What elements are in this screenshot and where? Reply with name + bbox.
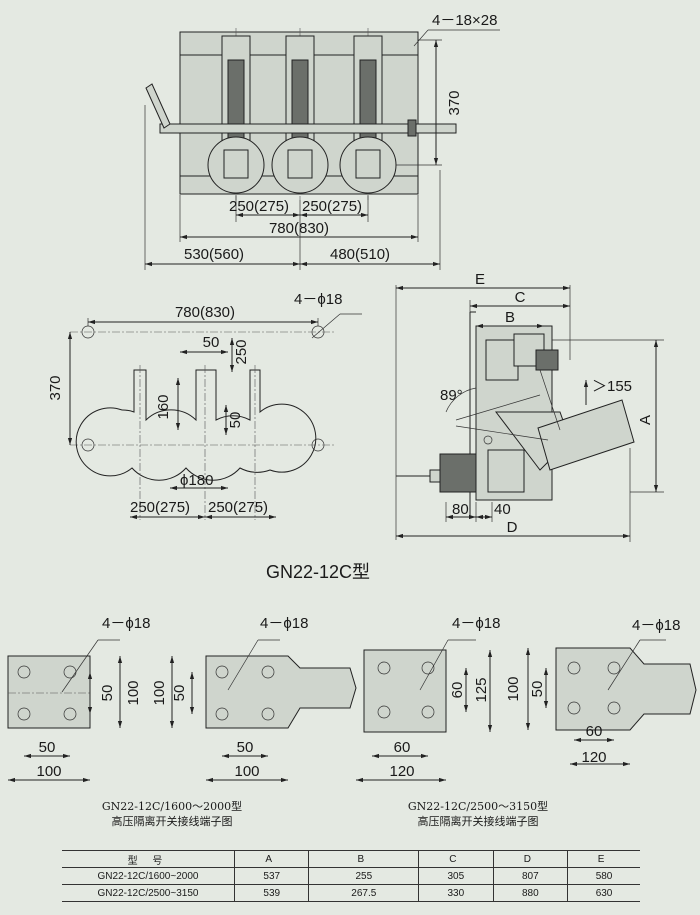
- dim-pitch-right: 250(275): [302, 198, 362, 215]
- plan-dim-250: 250: [233, 339, 250, 364]
- table-cell: 539: [233, 884, 309, 902]
- table-row: GN22-12C/2500~3150 539 267.5 330 880 630: [62, 884, 640, 902]
- side-clearance: ＞155: [592, 378, 632, 395]
- dim-pitch-left: 250(275): [229, 198, 289, 215]
- model-title: GN22-12C型: [266, 562, 370, 582]
- t1600-h50-a: 50: [39, 739, 56, 756]
- plan-pitch-right: 250(275): [208, 499, 268, 516]
- side-label-a: A: [637, 415, 654, 425]
- t2500-v100: 100: [505, 676, 522, 701]
- table-cell: 807: [492, 867, 568, 885]
- table-cell: 330: [418, 884, 494, 902]
- side-label-c: C: [515, 289, 526, 306]
- t2500-caption-1: GN22-12C/2500～3150型: [408, 799, 548, 813]
- plan-dim-160: 160: [155, 394, 172, 419]
- table-header: 型 号: [62, 850, 235, 868]
- bottom-insulator: [439, 453, 477, 493]
- dim-370-top: 370: [446, 90, 463, 115]
- table-header: A: [233, 850, 309, 868]
- t1600-holes-right: 4－ϕ18: [260, 615, 308, 632]
- operating-shaft: [159, 123, 457, 134]
- table-cell: GN22-12C/2500~3150: [62, 884, 235, 902]
- plan-dim-370: 370: [47, 375, 64, 400]
- side-dim-80: 80: [452, 501, 469, 518]
- t2500-holes-left: 4－ϕ18: [452, 615, 500, 632]
- t1600-h100-a: 100: [36, 763, 61, 780]
- side-angle: 89°: [440, 387, 463, 404]
- table-cell: 255: [308, 867, 419, 885]
- t1600-v100-b: 100: [151, 680, 168, 705]
- pole-2: [271, 35, 329, 194]
- side-label-b: B: [505, 309, 515, 326]
- table-cell: 880: [492, 884, 568, 902]
- label-bolt-holes: 4－18×28: [432, 12, 497, 29]
- side-label-d: D: [507, 519, 518, 536]
- plan-diameter: ϕ180: [180, 472, 213, 489]
- dim-530: 530(560): [184, 246, 244, 263]
- table-row: GN22-12C/1600~2000 537 255 305 807 580: [62, 867, 640, 885]
- t1600-v50-b: 50: [171, 685, 188, 702]
- side-view: E C B A ＞155 89° 80 40 D: [395, 271, 664, 542]
- t2500-v125: 125: [473, 677, 490, 702]
- t1600-v100-a: 100: [125, 680, 142, 705]
- plan-dim-width: 780(830): [175, 304, 235, 321]
- t2500-caption-2: 高压隔离开关接线端子图: [418, 814, 539, 828]
- t1600-caption-1: GN22-12C/1600～2000型: [102, 799, 242, 813]
- handle: [145, 83, 171, 129]
- t2500-h60-b: 60: [586, 723, 603, 740]
- dim-overall-width: 780(830): [269, 220, 329, 237]
- table-header: B: [308, 850, 419, 868]
- pole-3: [339, 35, 397, 194]
- terminal-1600: 4－ϕ18 50 100 50 100 4－ϕ18 100 50 50 100 …: [7, 615, 357, 828]
- side-label-e: E: [475, 271, 485, 288]
- t2500-h120-b: 120: [581, 749, 606, 766]
- table-cell: 305: [418, 867, 494, 885]
- mounting-cutout: [75, 369, 317, 481]
- t1600-v50-a: 50: [99, 685, 116, 702]
- table-cell: 267.5: [308, 884, 419, 902]
- terminal-2500: 4－ϕ18 60 125 60 120 4－ϕ18 100 50 60 120 …: [356, 615, 697, 828]
- pole-1: [207, 35, 265, 194]
- side-dim-40: 40: [494, 501, 511, 518]
- table-header: D: [492, 850, 568, 868]
- plan-dim-50-slot: 50: [227, 412, 244, 429]
- plan-holes: 4－ϕ18: [294, 291, 342, 308]
- table-cell: GN22-12C/1600~2000: [62, 867, 235, 885]
- table-cell: 580: [567, 867, 640, 885]
- t1600-h100-b: 100: [234, 763, 259, 780]
- table-cell: 537: [233, 867, 309, 885]
- plan-dim-50-top: 50: [203, 334, 220, 351]
- mounting-plan-view: 780(830) 4－ϕ18 370 50 250 160 50 ϕ180 25…: [47, 291, 362, 520]
- table-header-row: 型 号 A B C D E: [62, 850, 640, 868]
- t2500-v50: 50: [529, 681, 546, 698]
- t1600-h50-b: 50: [237, 739, 254, 756]
- blade-open: [537, 399, 635, 471]
- t2500-h120-a: 120: [389, 763, 414, 780]
- t2500-h60-a: 60: [394, 739, 411, 756]
- t2500-v60: 60: [449, 682, 466, 699]
- t2500-holes-right: 4－ϕ18: [632, 617, 680, 634]
- t1600-caption-2: 高压隔离开关接线端子图: [112, 814, 233, 828]
- top-view: 370 4－18×28 250(275) 250(275) 780(830) 5…: [144, 12, 500, 270]
- table-header: E: [567, 850, 640, 868]
- dimension-table: 型 号 A B C D E GN22-12C/1600~2000 537 255…: [62, 850, 640, 902]
- table-header: C: [418, 850, 494, 868]
- t1600-holes-left: 4－ϕ18: [102, 615, 150, 632]
- dim-480: 480(510): [330, 246, 390, 263]
- table-cell: 630: [567, 884, 640, 902]
- plan-pitch-left: 250(275): [130, 499, 190, 516]
